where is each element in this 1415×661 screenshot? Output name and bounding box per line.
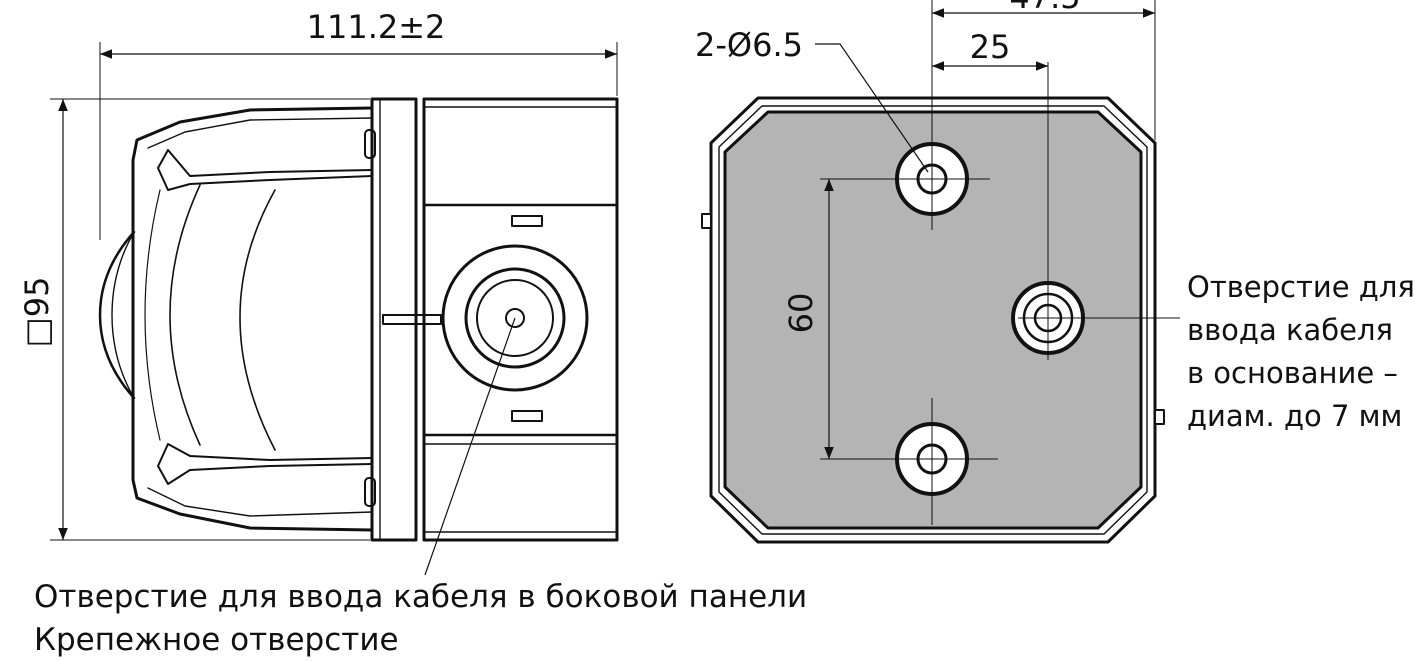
housing-body	[131, 106, 374, 532]
base-dimensions	[815, 0, 1156, 460]
side-view	[98, 97, 619, 542]
side-entry-caption: Отверстие для ввода кабеля в боковой пан…	[34, 579, 807, 615]
offset-total-dimension: 47.5	[1009, 0, 1080, 16]
side-entry-leader	[424, 317, 516, 576]
square-dimension: □95	[18, 277, 56, 348]
mounting-hole-caption: Крепежное отверстие	[34, 622, 399, 658]
hole-spacing-dimension: 60	[782, 293, 820, 334]
side-dimensions	[50, 42, 618, 541]
base-entry-line-3: в основание –	[1187, 356, 1398, 390]
offset-dimension: 25	[970, 28, 1011, 66]
length-dimension: 111.2±2	[307, 8, 446, 46]
base-view	[701, 62, 1180, 544]
base-box	[422, 97, 619, 542]
base-entry-label: Отверстие для ввода кабеля в основание –…	[1187, 270, 1415, 433]
side-cable-entry	[441, 244, 589, 392]
base-entry-line-4: диам. до 7 мм	[1187, 399, 1402, 433]
hole-spec-dimension: 2-Ø6.5	[695, 26, 803, 64]
base-entry-line-1: Отверстие для	[1187, 270, 1415, 304]
lens-dome	[98, 230, 136, 400]
base-entry-line-2: ввода кабеля	[1187, 313, 1393, 347]
flange	[370, 97, 418, 542]
